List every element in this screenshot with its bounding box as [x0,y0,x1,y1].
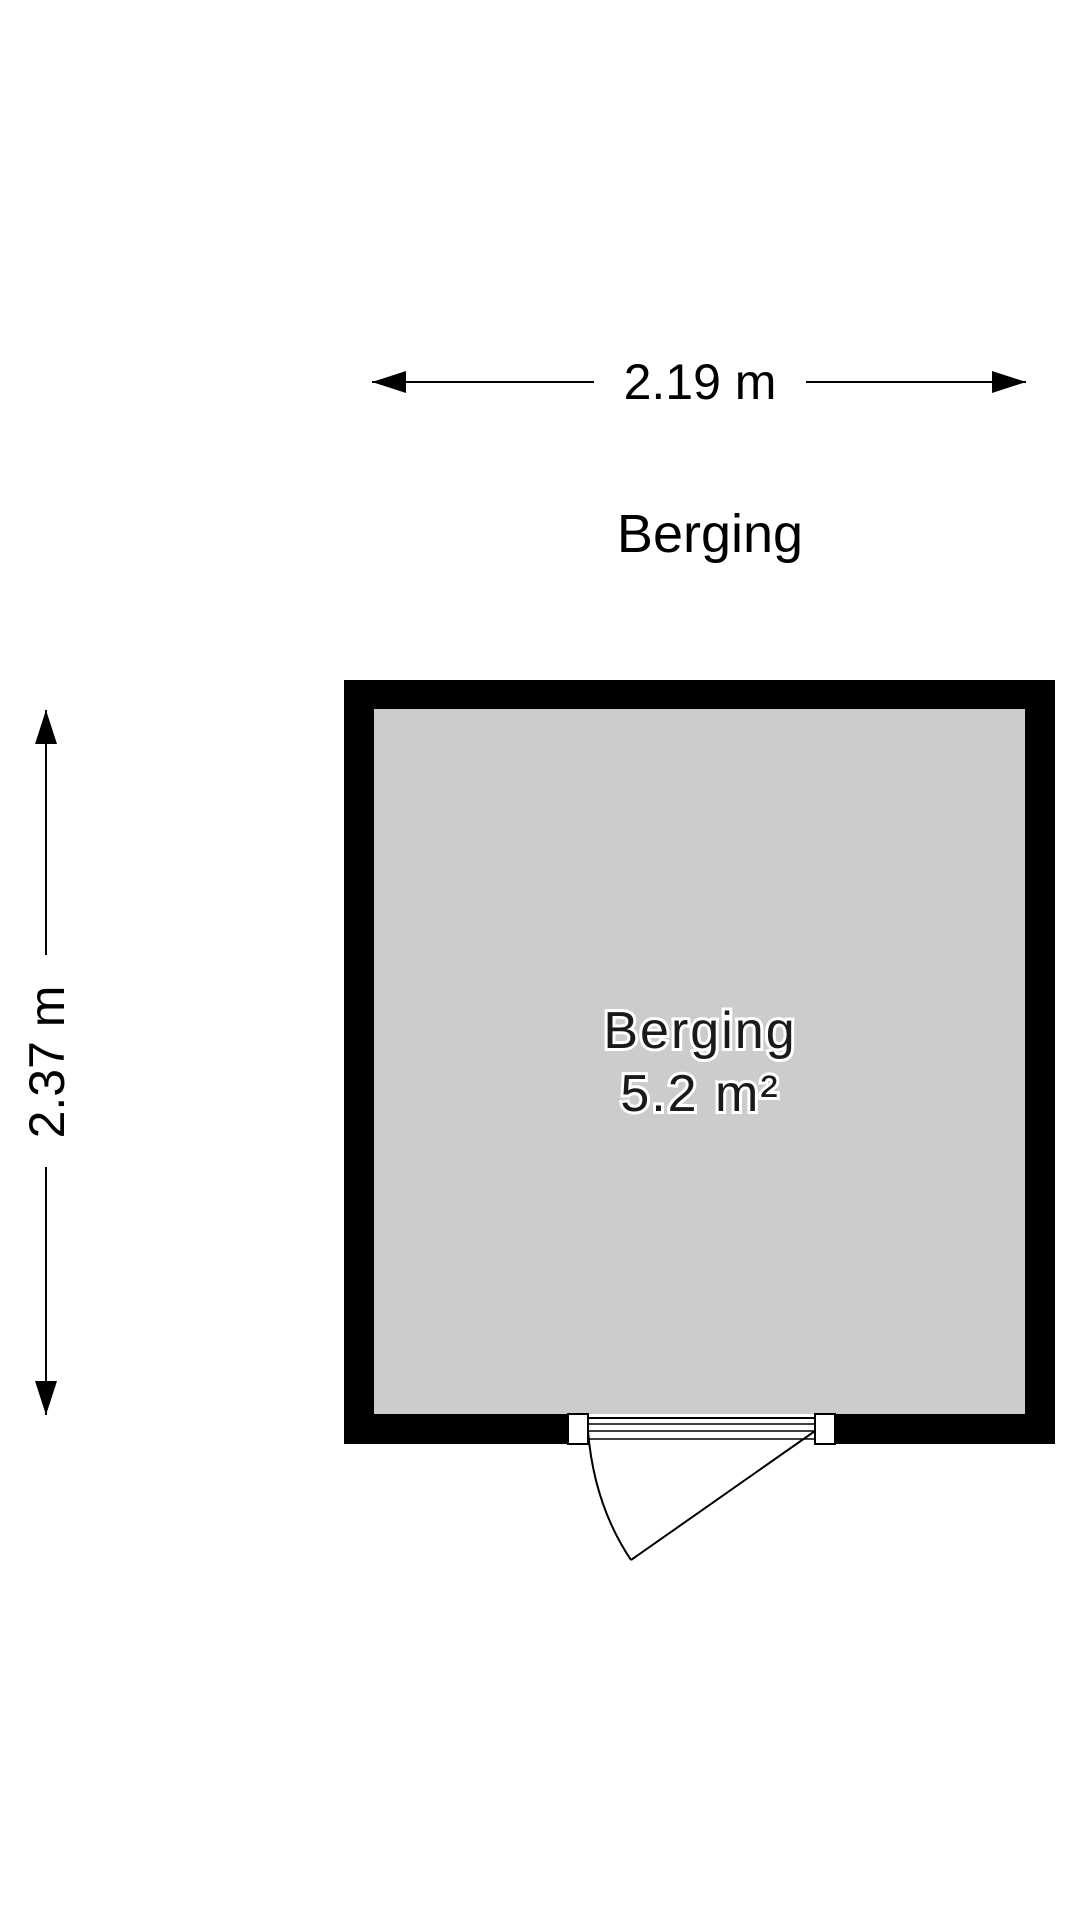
room-floor [374,709,1025,1414]
height-dimension: 2.37 m [19,710,75,1415]
height-arrow-bottom-icon [35,1381,57,1415]
door-swing-arc [587,1430,632,1561]
room-berging: Berging 5.2 m² [344,680,1055,1561]
room-area: 5.2 m² [620,1065,779,1123]
width-dimension: 2.19 m [372,354,1026,410]
door-jamb-left [567,1413,589,1445]
width-arrow-left-icon [372,371,406,393]
height-arrow-top-icon [35,710,57,744]
plan-title: Berging [617,504,803,564]
width-dimension-label: 2.19 m [624,354,777,410]
door-leaf [630,1430,816,1561]
door-jamb-right [814,1413,836,1445]
height-dimension-label: 2.37 m [19,986,75,1139]
width-arrow-right-icon [992,371,1026,393]
room-name: Berging [603,1002,796,1060]
